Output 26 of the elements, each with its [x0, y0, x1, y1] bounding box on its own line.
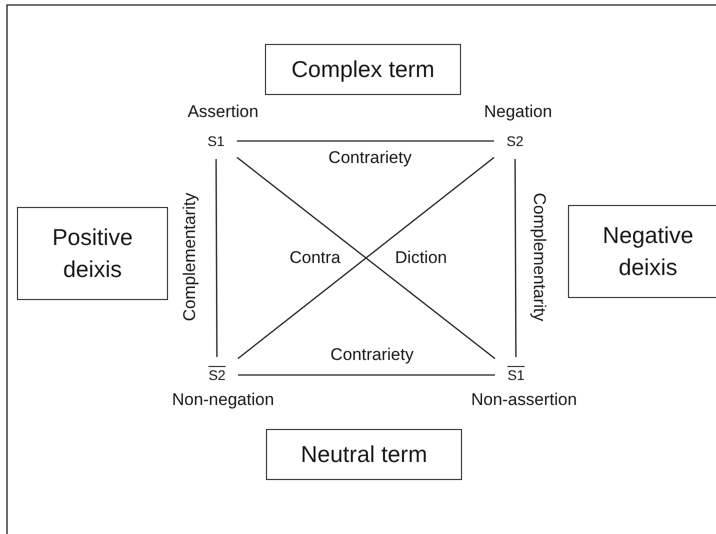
term-label: Complex term	[291, 54, 435, 84]
position-label: Non-assertion	[471, 390, 577, 410]
term-label: Neutral term	[300, 440, 428, 469]
term-box	[265, 44, 461, 95]
connector-line	[514, 159, 517, 357]
relation-label: Diction	[395, 248, 447, 268]
symbol-label: S2	[506, 133, 524, 149]
term-box	[266, 429, 462, 480]
edge-label: Contrariety	[328, 148, 412, 168]
connector-line	[215, 159, 218, 357]
position-label: Assertion	[188, 102, 258, 122]
connector-line	[238, 374, 495, 376]
connector-line	[237, 140, 494, 142]
symbol-label: S1	[507, 367, 525, 383]
symbol-label: S1	[207, 133, 225, 149]
position-label: Negation	[484, 102, 552, 122]
relation-label: Contra	[289, 248, 341, 268]
term-box	[568, 205, 716, 298]
position-label: Non-negation	[172, 390, 274, 410]
edge-label: Complementarity	[180, 192, 200, 322]
term-label: Negative deixis	[602, 221, 694, 282]
term-label: Positive deixis	[51, 223, 134, 284]
edge-label: Contrariety	[330, 345, 414, 365]
edge-label: Complementarity	[529, 192, 549, 322]
symbol-label: S2	[208, 367, 226, 383]
term-box	[17, 207, 168, 300]
